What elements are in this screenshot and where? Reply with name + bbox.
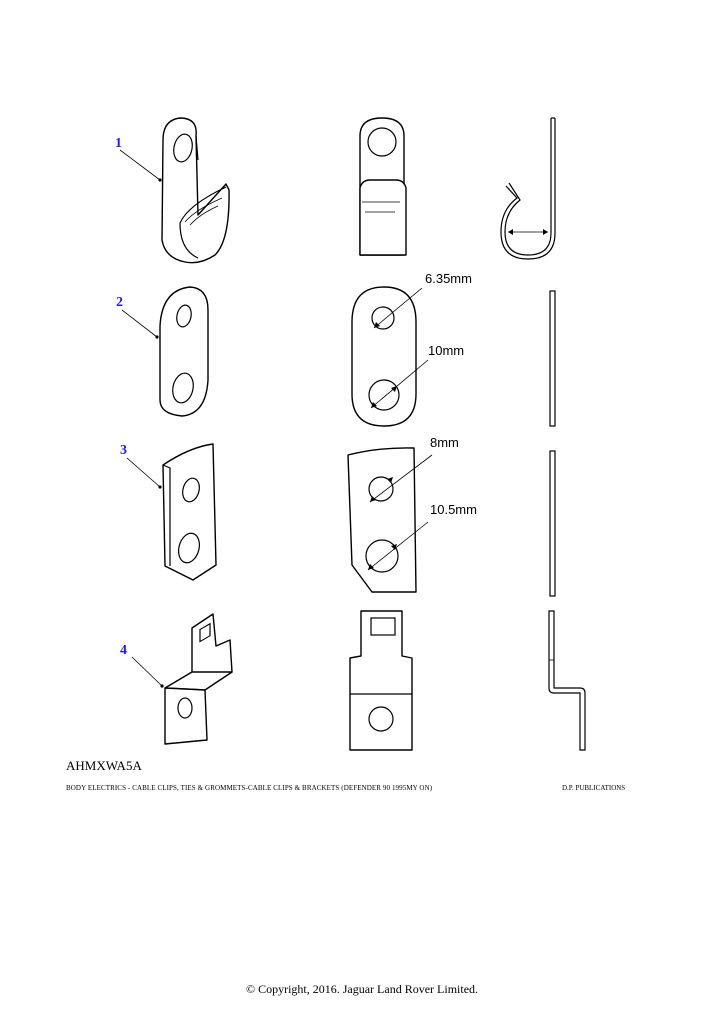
dimension-6-35mm: 6.35mm	[425, 271, 472, 286]
callout-leader-2	[121, 309, 158, 338]
parts-diagram	[119, 117, 586, 751]
clip-3-side	[549, 450, 556, 597]
dimension-10-5mm: 10.5mm	[430, 502, 477, 517]
clip-4-front	[349, 610, 413, 751]
clip-2-front	[351, 286, 429, 427]
callout-dot-3	[158, 485, 162, 489]
callout-label-1: 1	[115, 136, 122, 151]
illustration-ref-code: AHMXWA5A	[66, 758, 142, 773]
dimension-10mm: 10mm	[428, 343, 465, 358]
clip-4-isometric	[164, 613, 233, 745]
clip-1-side	[500, 117, 556, 260]
clip-1-front	[359, 117, 407, 256]
clip-2-isometric	[159, 286, 209, 417]
copyright-notice: © Copyright, 2016. Jaguar Land Rover Lim…	[245, 982, 479, 996]
clip-4-side	[548, 610, 586, 751]
callout-leader-3	[126, 457, 161, 488]
callout-dot-1	[158, 178, 162, 182]
clip-2-side	[549, 290, 556, 427]
clip-1-isometric	[161, 117, 230, 264]
callout-label-4: 4	[120, 643, 127, 658]
callout-label-2: 2	[116, 295, 123, 310]
clip-3-front	[347, 447, 433, 593]
callout-label-3: 3	[120, 443, 127, 458]
publisher-label: D.P. PUBLICATIONS	[562, 784, 626, 792]
section-caption: BODY ELECTRICS - CABLE CLIPS, TIES & GRO…	[66, 784, 433, 792]
callout-leader-1	[119, 149, 161, 181]
callout-leader-4	[131, 656, 163, 687]
callout-dot-4	[160, 684, 164, 688]
clip-3-isometric	[162, 443, 217, 581]
callout-dot-2	[155, 335, 159, 339]
dimension-8mm: 8mm	[430, 435, 459, 450]
